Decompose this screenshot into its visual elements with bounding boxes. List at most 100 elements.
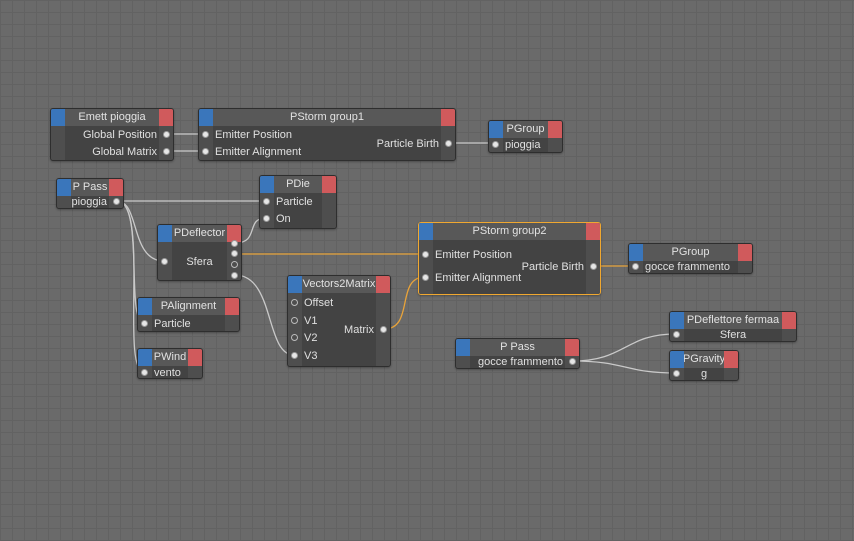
input-port[interactable] (141, 368, 148, 376)
input-port[interactable] (291, 333, 298, 341)
input-port[interactable] (202, 130, 209, 138)
input-port[interactable] (263, 214, 270, 222)
node-title[interactable]: PStorm group1 (199, 109, 455, 126)
input-port[interactable] (632, 262, 639, 270)
node-menu-button[interactable] (109, 179, 123, 196)
node-expand-button[interactable] (158, 225, 172, 242)
node-menu-button[interactable] (738, 244, 752, 261)
node-menu-button[interactable] (159, 109, 173, 126)
port-label: Particle (276, 196, 313, 208)
output-port[interactable] (163, 147, 170, 155)
input-port[interactable] (141, 319, 148, 327)
node-menu-button[interactable] (565, 339, 579, 356)
output-port[interactable] (590, 262, 597, 270)
input-port[interactable] (291, 351, 298, 359)
output-port[interactable] (163, 130, 170, 138)
input-port[interactable] (673, 369, 680, 377)
node-title[interactable]: P Pass (57, 179, 123, 196)
node-menu-button[interactable] (782, 312, 796, 329)
node-expand-button[interactable] (138, 298, 152, 315)
node-title[interactable]: Vectors2Matrix (288, 276, 390, 293)
node-expand-button[interactable] (51, 109, 65, 126)
output-port[interactable] (231, 239, 238, 247)
node-menu-button[interactable] (724, 351, 738, 368)
output-port[interactable] (569, 357, 576, 365)
input-port[interactable] (422, 250, 429, 258)
port-label: vento (154, 367, 181, 379)
port-label: Global Position (83, 129, 157, 141)
node-title[interactable]: PDeflettore fermaa (670, 312, 796, 329)
node-title[interactable]: PDie (260, 176, 336, 193)
node-expand-button[interactable] (288, 276, 302, 293)
wire (383, 276, 426, 330)
input-port[interactable] (161, 257, 168, 265)
port-label: gocce frammento (478, 356, 563, 368)
node-title[interactable]: PStorm group2 (419, 223, 600, 240)
node-title[interactable]: PWind (138, 349, 202, 366)
node-expand-button[interactable] (419, 223, 433, 240)
wire (234, 274, 295, 356)
input-port[interactable] (673, 330, 680, 338)
node-menu-button[interactable] (441, 109, 455, 126)
node-title[interactable]: PDeflector (158, 225, 241, 242)
node-title[interactable]: PAlignment (138, 298, 239, 315)
node-expand-button[interactable] (670, 351, 684, 368)
output-port[interactable] (231, 260, 238, 268)
port-label: V1 (304, 315, 318, 327)
input-port[interactable] (202, 147, 209, 155)
output-port[interactable] (231, 249, 238, 257)
wire (116, 200, 145, 373)
output-port[interactable] (113, 197, 120, 205)
input-port[interactable] (263, 197, 270, 205)
node-menu-button[interactable] (227, 225, 241, 242)
input-port[interactable] (291, 298, 298, 306)
port-label: V2 (304, 332, 318, 344)
node-expand-button[interactable] (670, 312, 684, 329)
port-label: V3 (304, 350, 318, 362)
output-port[interactable] (445, 139, 452, 147)
node-expand-button[interactable] (138, 349, 152, 366)
node-expand-button[interactable] (260, 176, 274, 193)
output-port[interactable] (380, 325, 387, 333)
port-label: Sfera (186, 256, 213, 268)
input-port[interactable] (422, 273, 429, 281)
node-menu-button[interactable] (225, 298, 239, 315)
output-port[interactable] (231, 271, 238, 279)
node-menu-button[interactable] (586, 223, 600, 240)
port-label: Sfera (719, 329, 747, 341)
node-expand-button[interactable] (57, 179, 71, 196)
node-title[interactable]: P Pass (456, 339, 579, 356)
port-label: Particle (154, 318, 191, 330)
node-title[interactable]: PGravity (670, 351, 738, 368)
node-expand-button[interactable] (199, 109, 213, 126)
node-menu-button[interactable] (548, 121, 562, 138)
wire (572, 333, 677, 362)
wire (572, 360, 677, 374)
node-expand-button[interactable] (629, 244, 643, 261)
node-expand-button[interactable] (456, 339, 470, 356)
node-title[interactable]: Emett pioggia (51, 109, 173, 126)
node-menu-button[interactable] (376, 276, 390, 293)
input-port[interactable] (492, 140, 499, 148)
node-menu-button[interactable] (322, 176, 336, 193)
node-menu-button[interactable] (188, 349, 202, 366)
node-title[interactable]: PGroup (489, 121, 562, 138)
input-port[interactable] (291, 316, 298, 324)
node-title[interactable]: PGroup (629, 244, 752, 261)
node-expand-button[interactable] (489, 121, 503, 138)
port-label: gocce frammento (645, 261, 730, 273)
